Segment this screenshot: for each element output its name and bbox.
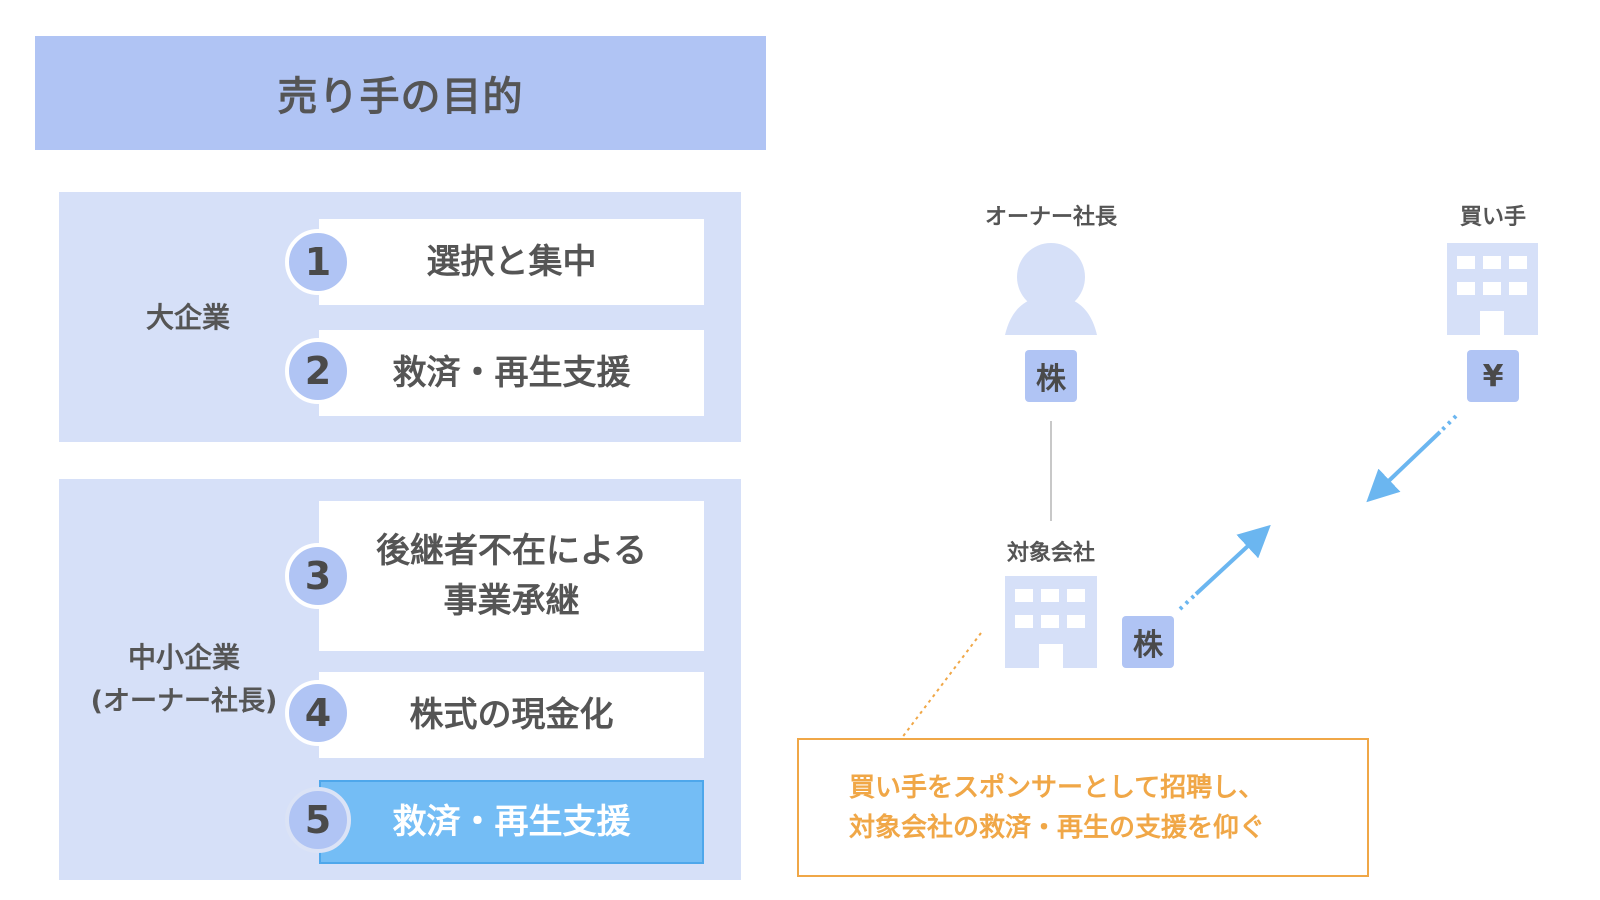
target-shares-badge: 株	[1122, 616, 1174, 668]
building-icon	[1005, 576, 1097, 668]
money-transfer-arrow	[1366, 414, 1458, 503]
owner-label: オーナー社長	[984, 205, 1117, 230]
sponsor-note-box: 買い手をスポンサーとして招聘し、 対象会社の救済・再生の支援を仰ぐ	[797, 738, 1369, 877]
purpose-number-3: 3	[285, 543, 351, 609]
building-icon	[1447, 243, 1538, 335]
buyer-cash-badge: ¥	[1467, 350, 1519, 402]
page-title-bar: 売り手の目的	[35, 36, 766, 150]
sponsor-note-line2: 対象会社の救済・再生の支援を仰ぐ	[849, 812, 1266, 843]
purpose-item-5-highlighted: 救済・再生支援	[319, 780, 704, 864]
note-callout-line	[900, 632, 982, 740]
purpose-number-4: 4	[285, 680, 351, 746]
group-label-sme: 中小企業 (オーナー社長)	[90, 641, 278, 717]
purpose-item-1: 選択と集中	[319, 219, 704, 305]
target-company-label: 対象会社	[1006, 541, 1095, 566]
purpose-item-4-label: 株式の現金化	[409, 695, 614, 735]
owner-shares-badge: 株	[1025, 350, 1077, 402]
purpose-item-5-label: 救済・再生支援	[392, 802, 631, 842]
purpose-item-1-label: 選択と集中	[426, 242, 597, 282]
shares-transfer-arrow	[1178, 524, 1271, 611]
person-icon	[1005, 243, 1097, 335]
group-label-large-enterprise: 大企業	[145, 301, 230, 334]
purpose-item-3-label-line1: 後継者不在による	[376, 531, 647, 571]
purpose-item-2: 救済・再生支援	[319, 330, 704, 416]
purpose-number-2: 2	[285, 338, 351, 404]
purpose-number-5: 5	[285, 787, 351, 853]
purpose-number-1: 1	[285, 229, 351, 295]
sponsor-note-line1: 買い手をスポンサーとして招聘し、	[849, 772, 1265, 803]
purpose-item-3-label-line2: 事業承継	[443, 581, 580, 621]
purpose-item-3: 後継者不在による 事業承継	[319, 501, 704, 651]
buyer-label: 買い手	[1459, 205, 1526, 230]
purpose-item-2-label: 救済・再生支援	[392, 353, 631, 393]
purpose-item-4: 株式の現金化	[319, 672, 704, 758]
page-title: 売り手の目的	[277, 74, 524, 120]
